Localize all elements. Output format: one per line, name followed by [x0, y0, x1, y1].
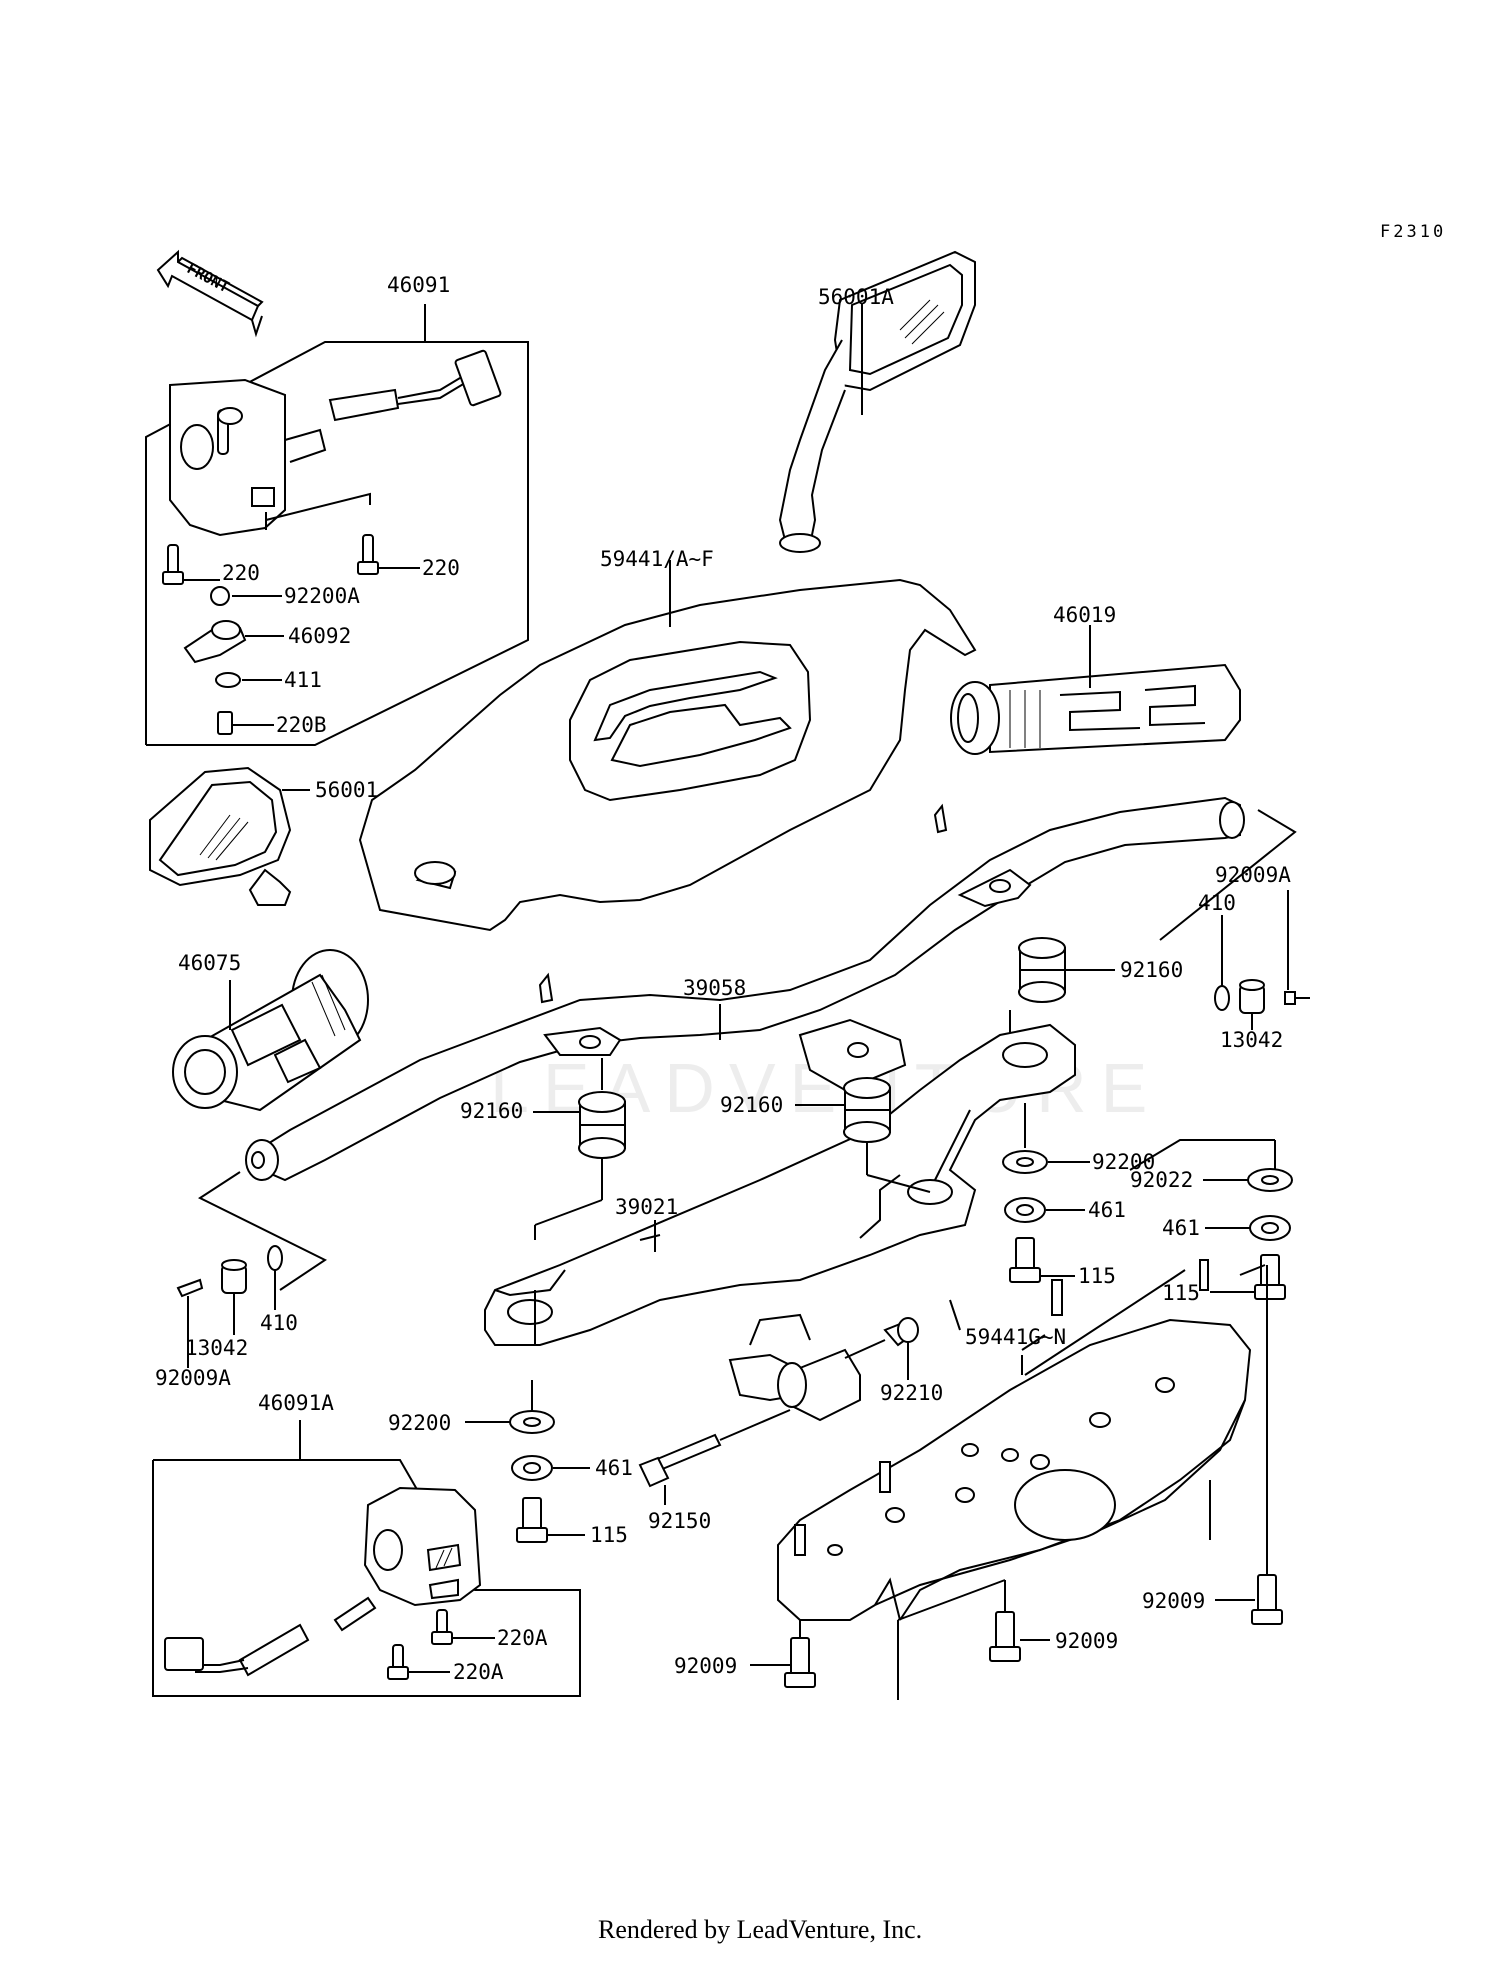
label-461-left: 461 — [595, 1456, 633, 1480]
label-59441GN: 59441G~N — [965, 1325, 1066, 1349]
label-92150: 92150 — [648, 1509, 711, 1533]
label-46091A: 46091A — [258, 1391, 334, 1415]
bolt-92150: 92150 — [638, 1409, 791, 1533]
label-46092: 46092 — [288, 624, 351, 648]
label-59441AF: 59441/A~F — [600, 547, 714, 571]
screw-92009-mid: 92009 — [897, 1579, 1118, 1700]
screw-220A-upper: 220A — [431, 1609, 548, 1650]
label-461-right: 461 — [1162, 1216, 1200, 1240]
label-46019: 46019 — [1053, 603, 1116, 627]
nut-411: 411 — [215, 668, 322, 692]
label-92200A: 92200A — [284, 584, 360, 608]
screw-220-right: 220 — [357, 534, 460, 580]
left-handlebar-switch — [169, 349, 502, 537]
label-410-right: 410 — [1198, 891, 1236, 915]
screw-220B: 220B — [217, 711, 327, 737]
lock-washer-92200A: 92200A — [210, 584, 360, 608]
screw-220-left: 220 — [162, 544, 260, 585]
label-92210: 92210 — [880, 1381, 943, 1405]
label-220A-lower: 220A — [453, 1660, 504, 1684]
left-grip-46075: 46075 — [172, 949, 369, 1112]
label-411: 411 — [284, 668, 322, 692]
label-39021: 39021 — [615, 1195, 678, 1219]
switch-assembly-box: 46091 — [145, 273, 529, 746]
washer-92200-left: 92200 — [388, 1380, 555, 1435]
label-115-left: 115 — [590, 1523, 628, 1547]
footer-credit: Rendered by LeadVenture, Inc. — [598, 1915, 922, 1944]
bracket-46092: 46092 — [183, 620, 351, 664]
label-13042-right: 13042 — [1220, 1028, 1283, 1052]
handlebar-cover-lower: 59441G~N — [777, 1259, 1252, 1621]
switch-assembly-box-a: 46091A — [152, 1391, 581, 1697]
label-92009-right: 92009 — [1142, 1589, 1205, 1613]
label-56001A: 56001A — [818, 285, 894, 309]
screw-220A-lower: 220A — [387, 1644, 504, 1684]
right-handlebar-switch — [164, 1486, 482, 1677]
spring-washer-461-upper: 461 — [1004, 1197, 1126, 1223]
label-115-upper: 115 — [1078, 1264, 1116, 1288]
label-92022: 92022 — [1130, 1168, 1193, 1192]
washer-92200-right: 92200 — [1002, 1103, 1155, 1174]
label-92009A-left: 92009A — [155, 1366, 231, 1390]
diagram-code: F2310 — [1380, 222, 1446, 242]
label-461-upper: 461 — [1088, 1198, 1126, 1222]
screw-92009-left: 92009 — [674, 1620, 816, 1688]
label-220B: 220B — [276, 713, 327, 737]
label-92009A-right: 92009A — [1215, 863, 1291, 887]
label-92160-left: 92160 — [460, 1099, 523, 1123]
right-grip-46019: 46019 — [950, 603, 1241, 755]
label-92160-mid: 92160 — [720, 1093, 783, 1117]
rubber-92160-left: 92160 — [460, 1058, 626, 1226]
end-cap-group-left: 410 13042 92009A — [155, 1171, 327, 1390]
label-220A-upper: 220A — [497, 1626, 548, 1650]
label-220-right: 220 — [422, 556, 460, 580]
label-220-left: 220 — [222, 561, 260, 585]
label-46091: 46091 — [387, 273, 450, 297]
handlebar-cover-upper: 59441/A~F — [358, 547, 977, 932]
rubber-92160-mid: 92160 — [720, 1077, 931, 1193]
bolt-115-left: 115 — [516, 1497, 628, 1547]
handlebar-pipe-39058: 39058 — [245, 796, 1245, 1182]
label-92160-right: 92160 — [1120, 958, 1183, 982]
label-92200-left: 92200 — [388, 1411, 451, 1435]
bushing-92210: 92210 — [777, 1317, 943, 1422]
rubber-92160-right: 92160 — [1009, 937, 1183, 1061]
label-39058: 39058 — [683, 976, 746, 1000]
label-92009-mid: 92009 — [1055, 1629, 1118, 1653]
label-13042-left: 13042 — [185, 1336, 248, 1360]
label-115-right: 115 — [1162, 1281, 1200, 1305]
spring-washer-461-left: 461 — [511, 1455, 633, 1481]
label-46075: 46075 — [178, 951, 241, 975]
end-cap-group-right: 92009A 410 13042 — [1159, 809, 1310, 1052]
bolt-115-upper: 115 — [1009, 1237, 1116, 1288]
label-92009-left: 92009 — [674, 1654, 737, 1678]
washer-group-right: 92022 461 115 — [1129, 1139, 1293, 1305]
front-arrow-icon: FRONT — [156, 249, 264, 338]
screw-92009-right: 92009 — [1142, 1264, 1283, 1625]
mirror-56001A: 56001A — [778, 250, 976, 553]
label-410-left: 410 — [260, 1311, 298, 1335]
label-56001: 56001 — [315, 778, 378, 802]
mirror-56001: 56001 — [149, 766, 378, 906]
